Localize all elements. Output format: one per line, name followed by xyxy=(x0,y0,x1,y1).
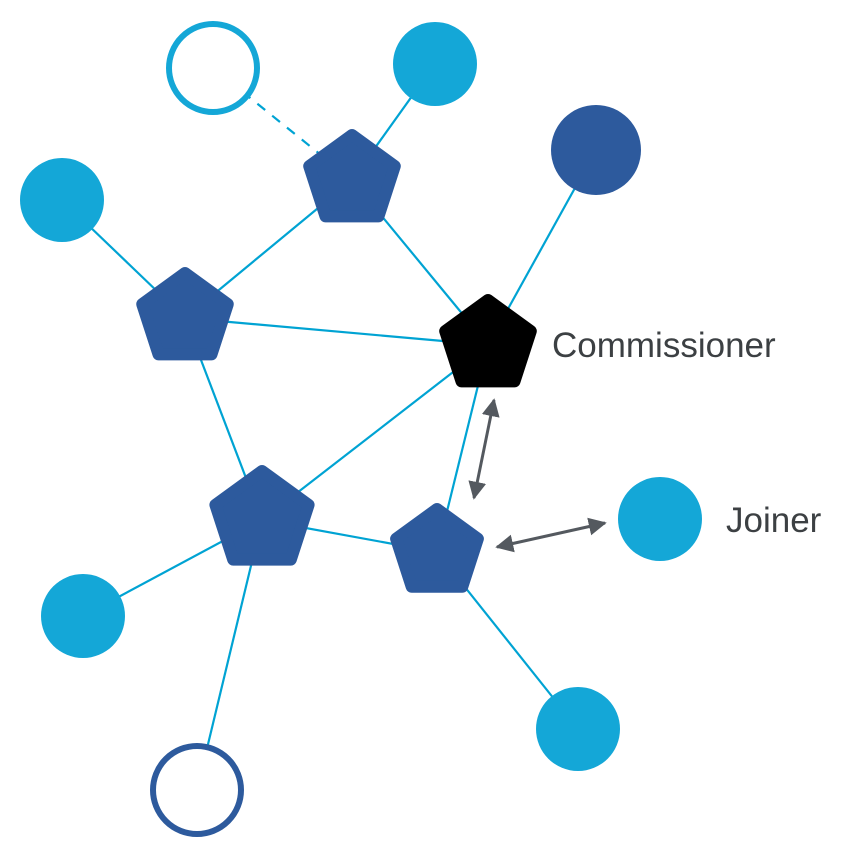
edge-commissioner--router-bottom-left xyxy=(261,344,489,521)
node-end-device-top-right xyxy=(551,105,641,195)
node-commissioner xyxy=(439,294,537,388)
arrow-commissioner-router xyxy=(468,398,500,500)
node-end-device-bottom-left xyxy=(41,574,125,658)
arrow-router-joiner xyxy=(495,517,607,553)
node-router-bottom-right xyxy=(390,503,484,593)
node-router-left xyxy=(136,267,234,361)
node-open-circle-bottom xyxy=(150,743,244,837)
node-open-circle-top xyxy=(166,21,260,115)
edge-router-left--commissioner xyxy=(184,316,489,347)
nodes-layer xyxy=(20,21,702,837)
node-router-bottom-left xyxy=(209,465,315,566)
joiner-label: Joiner xyxy=(726,501,822,540)
arrows-layer xyxy=(468,398,607,553)
node-joiner xyxy=(618,477,702,561)
node-end-device-bottom-right xyxy=(536,687,620,771)
node-end-device-left xyxy=(20,158,104,242)
commissioner-label: Commissioner xyxy=(552,326,776,365)
node-router-top xyxy=(303,129,401,223)
node-end-device-top xyxy=(393,22,477,106)
